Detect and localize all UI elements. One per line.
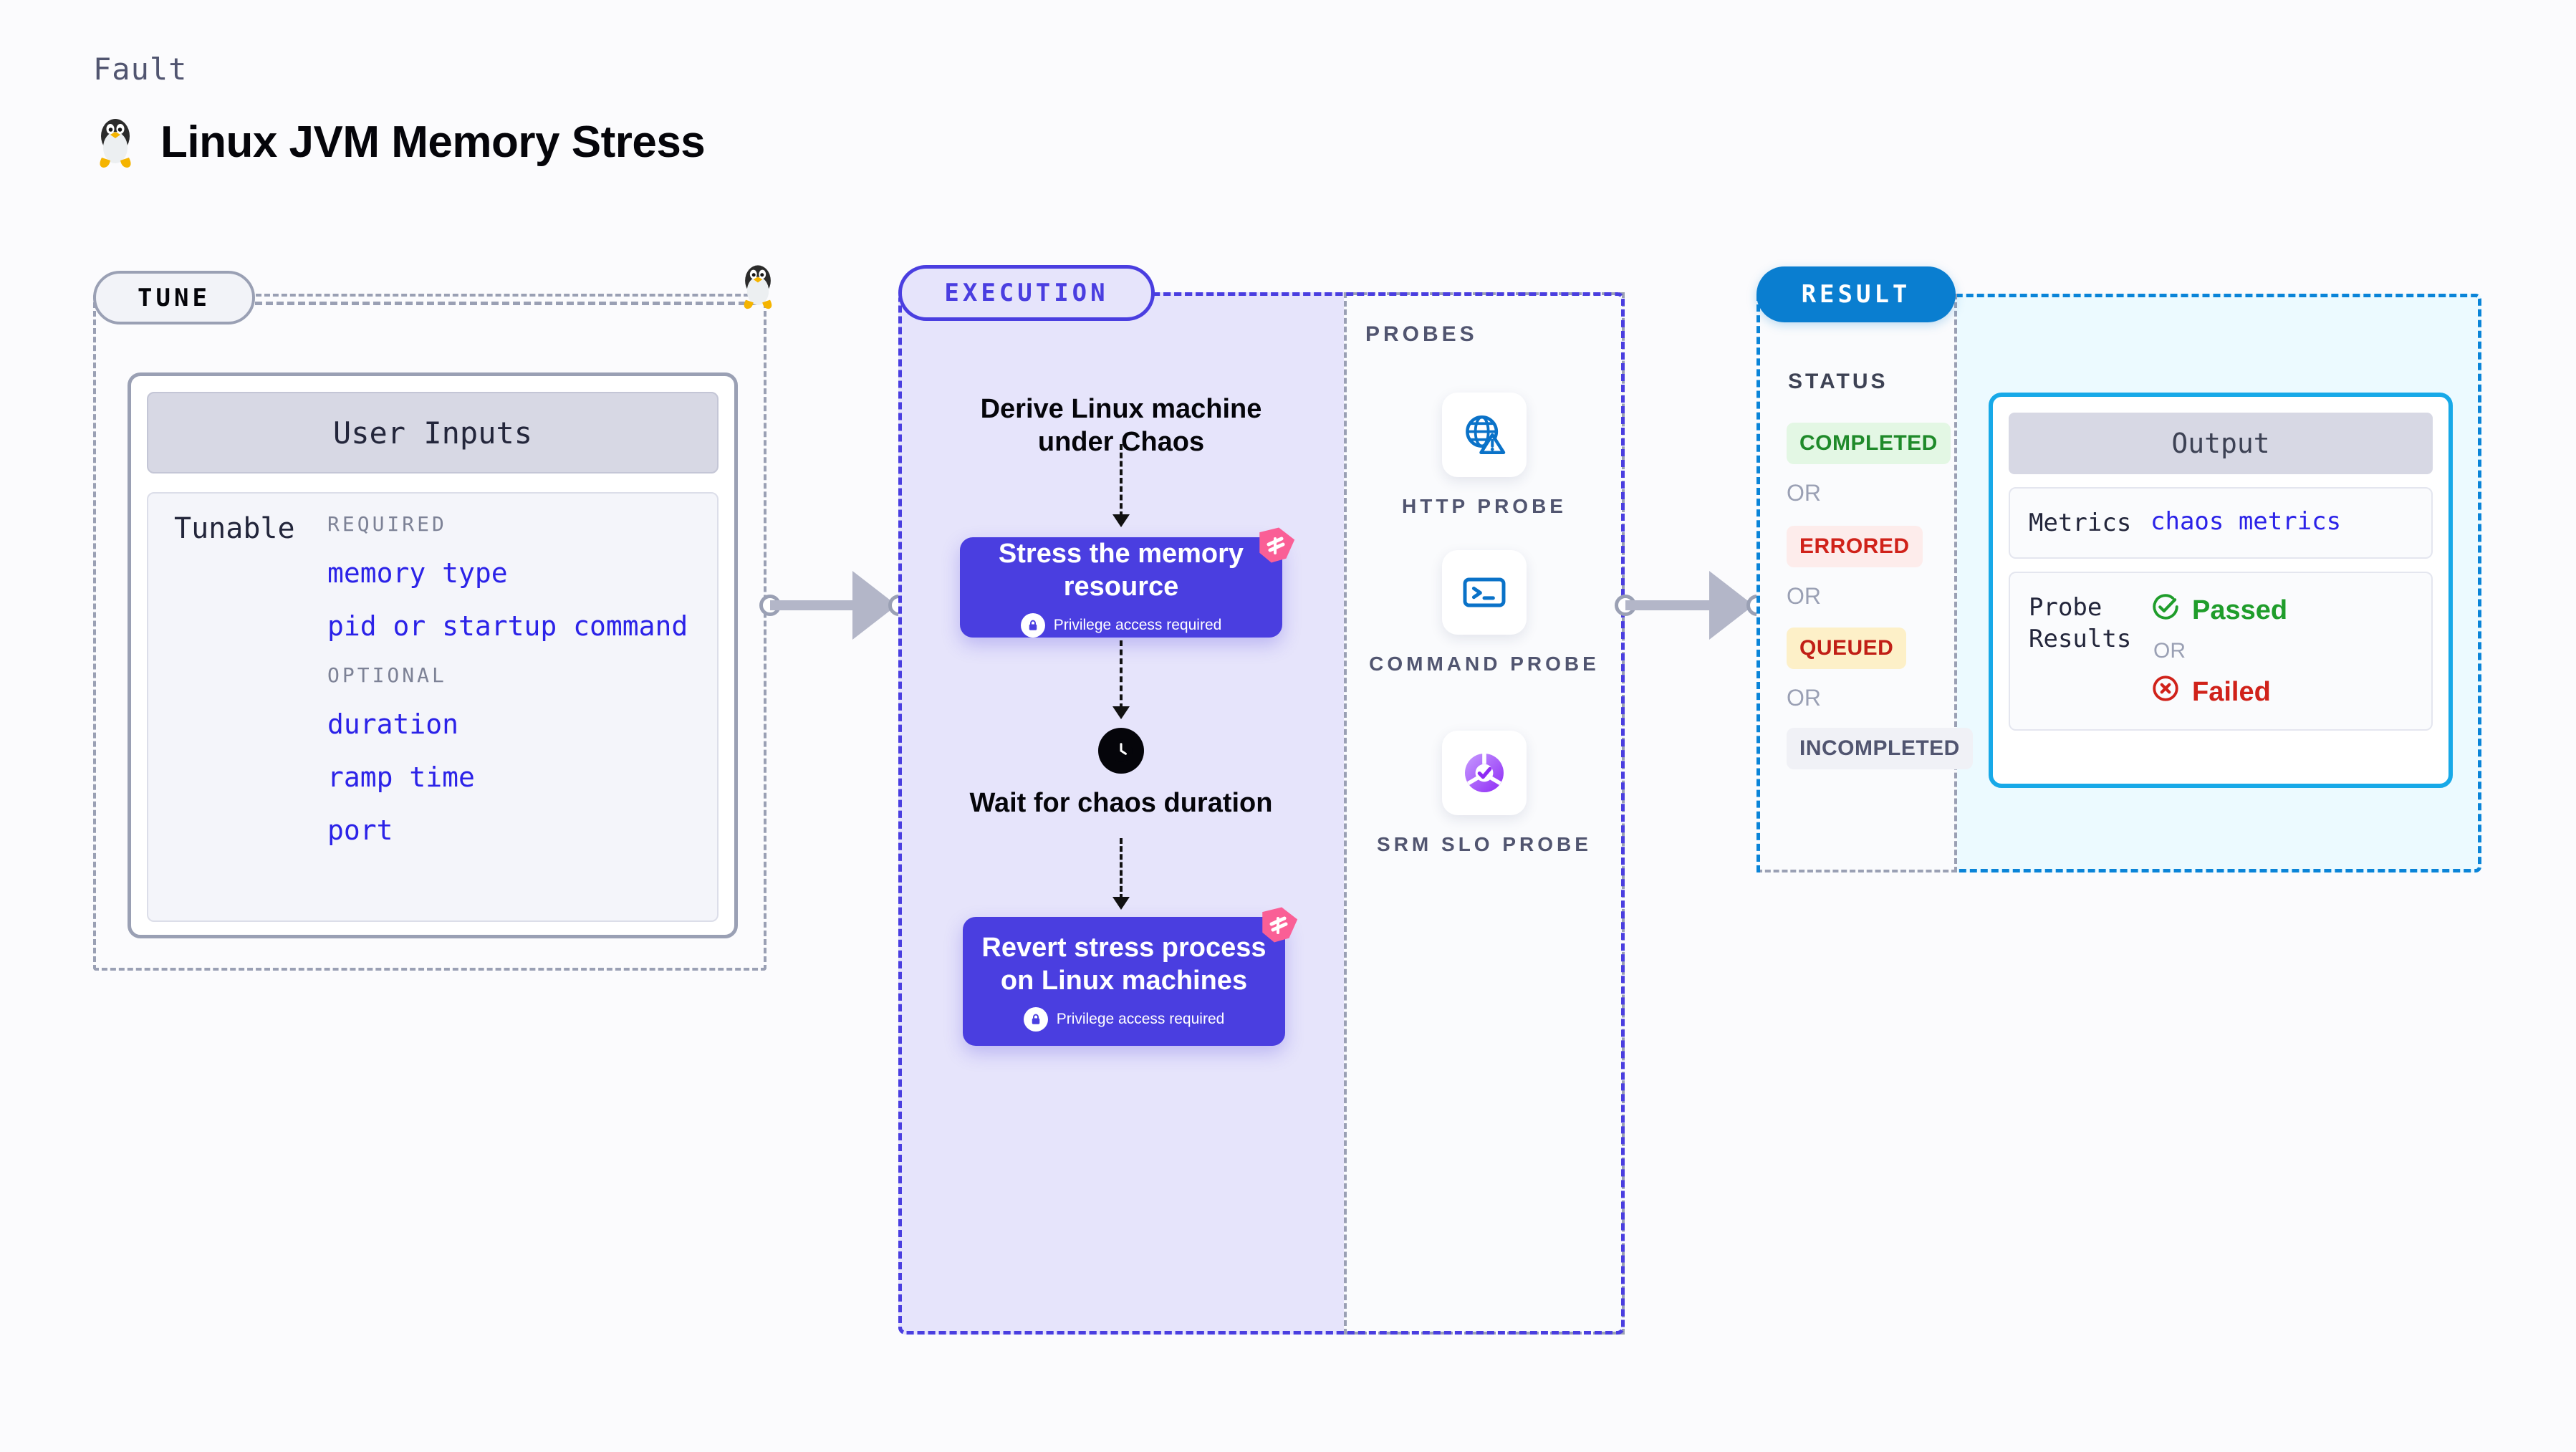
- output-metrics-key: Metrics: [2029, 509, 2132, 537]
- output-row-probe-results: Probe Results Passed OR: [2009, 572, 2433, 731]
- output-metrics-value[interactable]: chaos metrics: [2150, 507, 2342, 536]
- probe-result-failed: Failed: [2150, 673, 2287, 711]
- probe-label: COMMAND PROBE: [1369, 653, 1600, 675]
- tunable-item-duration[interactable]: duration: [327, 708, 459, 740]
- tunable-list: REQUIRED memory type pid or startup comm…: [327, 512, 717, 920]
- status-subsection-boundary: [1756, 294, 1957, 872]
- status-or-3: OR: [1787, 685, 1821, 711]
- status-badge-incompleted: INCOMPLETED: [1787, 728, 1973, 769]
- output-header: Output: [2009, 413, 2433, 474]
- probe-result-passed: Passed: [2150, 592, 2287, 629]
- status-badge-errored: ERRORED: [1787, 526, 1923, 567]
- execution-step-derive-linux-machine: Derive Linux machine under Chaos: [980, 394, 1262, 458]
- result-section-pill[interactable]: RESULT: [1756, 266, 1956, 322]
- slo-donut-check-icon: [1442, 731, 1527, 815]
- tunable-item-memory-type[interactable]: memory type: [327, 557, 508, 589]
- output-card: Output Metrics chaos metrics Probe Resul…: [1989, 393, 2453, 788]
- tunable-label: Tunable: [174, 512, 295, 545]
- globe-warning-icon: [1442, 393, 1527, 477]
- tune-section-pill[interactable]: TUNE: [93, 271, 255, 324]
- execution-card-title: Stress the memory resource: [998, 538, 1244, 602]
- privilege-note-text: Privilege access required: [1056, 1011, 1225, 1028]
- probe-label: HTTP PROBE: [1402, 495, 1567, 517]
- user-inputs-card: User Inputs Tunable REQUIRED memory type…: [128, 372, 738, 938]
- execution-card-title: Revert stress process on Linux machines: [981, 932, 1267, 996]
- harness-ribbon-icon: [1253, 523, 1297, 567]
- page-title: Linux JVM Memory Stress: [160, 117, 706, 167]
- output-probe-results-key: Probe Results: [2029, 593, 2132, 654]
- privilege-access-note: Privilege access required: [1023, 1007, 1225, 1032]
- probe-result-or: OR: [2153, 639, 2186, 663]
- tunable-group-title-optional: OPTIONAL: [327, 663, 447, 687]
- fault-eyebrow-label: Fault: [93, 52, 188, 87]
- output-probe-results-values: Passed OR Failed: [2150, 592, 2287, 711]
- harness-ribbon-icon: [1256, 903, 1300, 947]
- probe-item-http[interactable]: HTTP PROBE: [1344, 393, 1625, 520]
- execution-card-revert-stress-process[interactable]: Revert stress process on Linux machines …: [963, 917, 1285, 1046]
- lock-icon: [1020, 613, 1045, 638]
- check-circle-icon: [2150, 592, 2181, 629]
- status-or-1: OR: [1787, 480, 1821, 506]
- linux-penguin-icon: [93, 115, 138, 169]
- tunable-item-port[interactable]: port: [327, 814, 393, 846]
- execution-section-pill[interactable]: EXECUTION: [898, 265, 1155, 321]
- page-title-row: Linux JVM Memory Stress: [93, 115, 706, 169]
- tunable-panel: Tunable REQUIRED memory type pid or star…: [147, 492, 719, 922]
- probe-result-passed-label: Passed: [2192, 595, 2288, 625]
- probe-result-failed-label: Failed: [2192, 676, 2271, 707]
- terminal-icon: [1442, 550, 1527, 635]
- execution-flow-column: Derive Linux machine under Chaos Stress …: [898, 292, 1344, 1335]
- execution-step-wait-for-chaos-duration: Wait for chaos duration: [969, 788, 1273, 818]
- output-row-metrics: Metrics chaos metrics: [2009, 487, 2433, 559]
- tunable-item-ramp-time[interactable]: ramp time: [327, 761, 475, 793]
- probes-section-title: PROBES: [1365, 322, 1478, 346]
- status-badge-queued: QUEUED: [1787, 628, 1907, 669]
- status-badge-completed: COMPLETED: [1787, 423, 1951, 464]
- user-inputs-header: User Inputs: [147, 392, 719, 473]
- result-left-edge: [1756, 294, 1761, 872]
- status-or-2: OR: [1787, 583, 1821, 609]
- probe-item-srm-slo[interactable]: SRM SLO PROBE: [1344, 731, 1625, 858]
- x-circle-icon: [2150, 673, 2181, 711]
- clock-icon: [1098, 728, 1144, 774]
- tunable-group-title-required: REQUIRED: [327, 512, 447, 536]
- lock-icon: [1023, 1007, 1048, 1032]
- privilege-access-note: Privilege access required: [1020, 613, 1222, 638]
- linux-penguin-icon: [738, 261, 778, 310]
- status-title: STATUS: [1788, 370, 1888, 393]
- tune-section-boundary: [93, 294, 766, 971]
- tune-leader-line: [255, 302, 756, 305]
- execution-card-stress-memory-resource[interactable]: Stress the memory resource Privilege acc…: [960, 537, 1282, 638]
- probe-item-command[interactable]: COMMAND PROBE: [1344, 550, 1625, 678]
- tunable-item-pid-or-startup-command[interactable]: pid or startup command: [327, 610, 688, 642]
- probe-label: SRM SLO PROBE: [1377, 833, 1592, 855]
- privilege-note-text: Privilege access required: [1053, 617, 1222, 634]
